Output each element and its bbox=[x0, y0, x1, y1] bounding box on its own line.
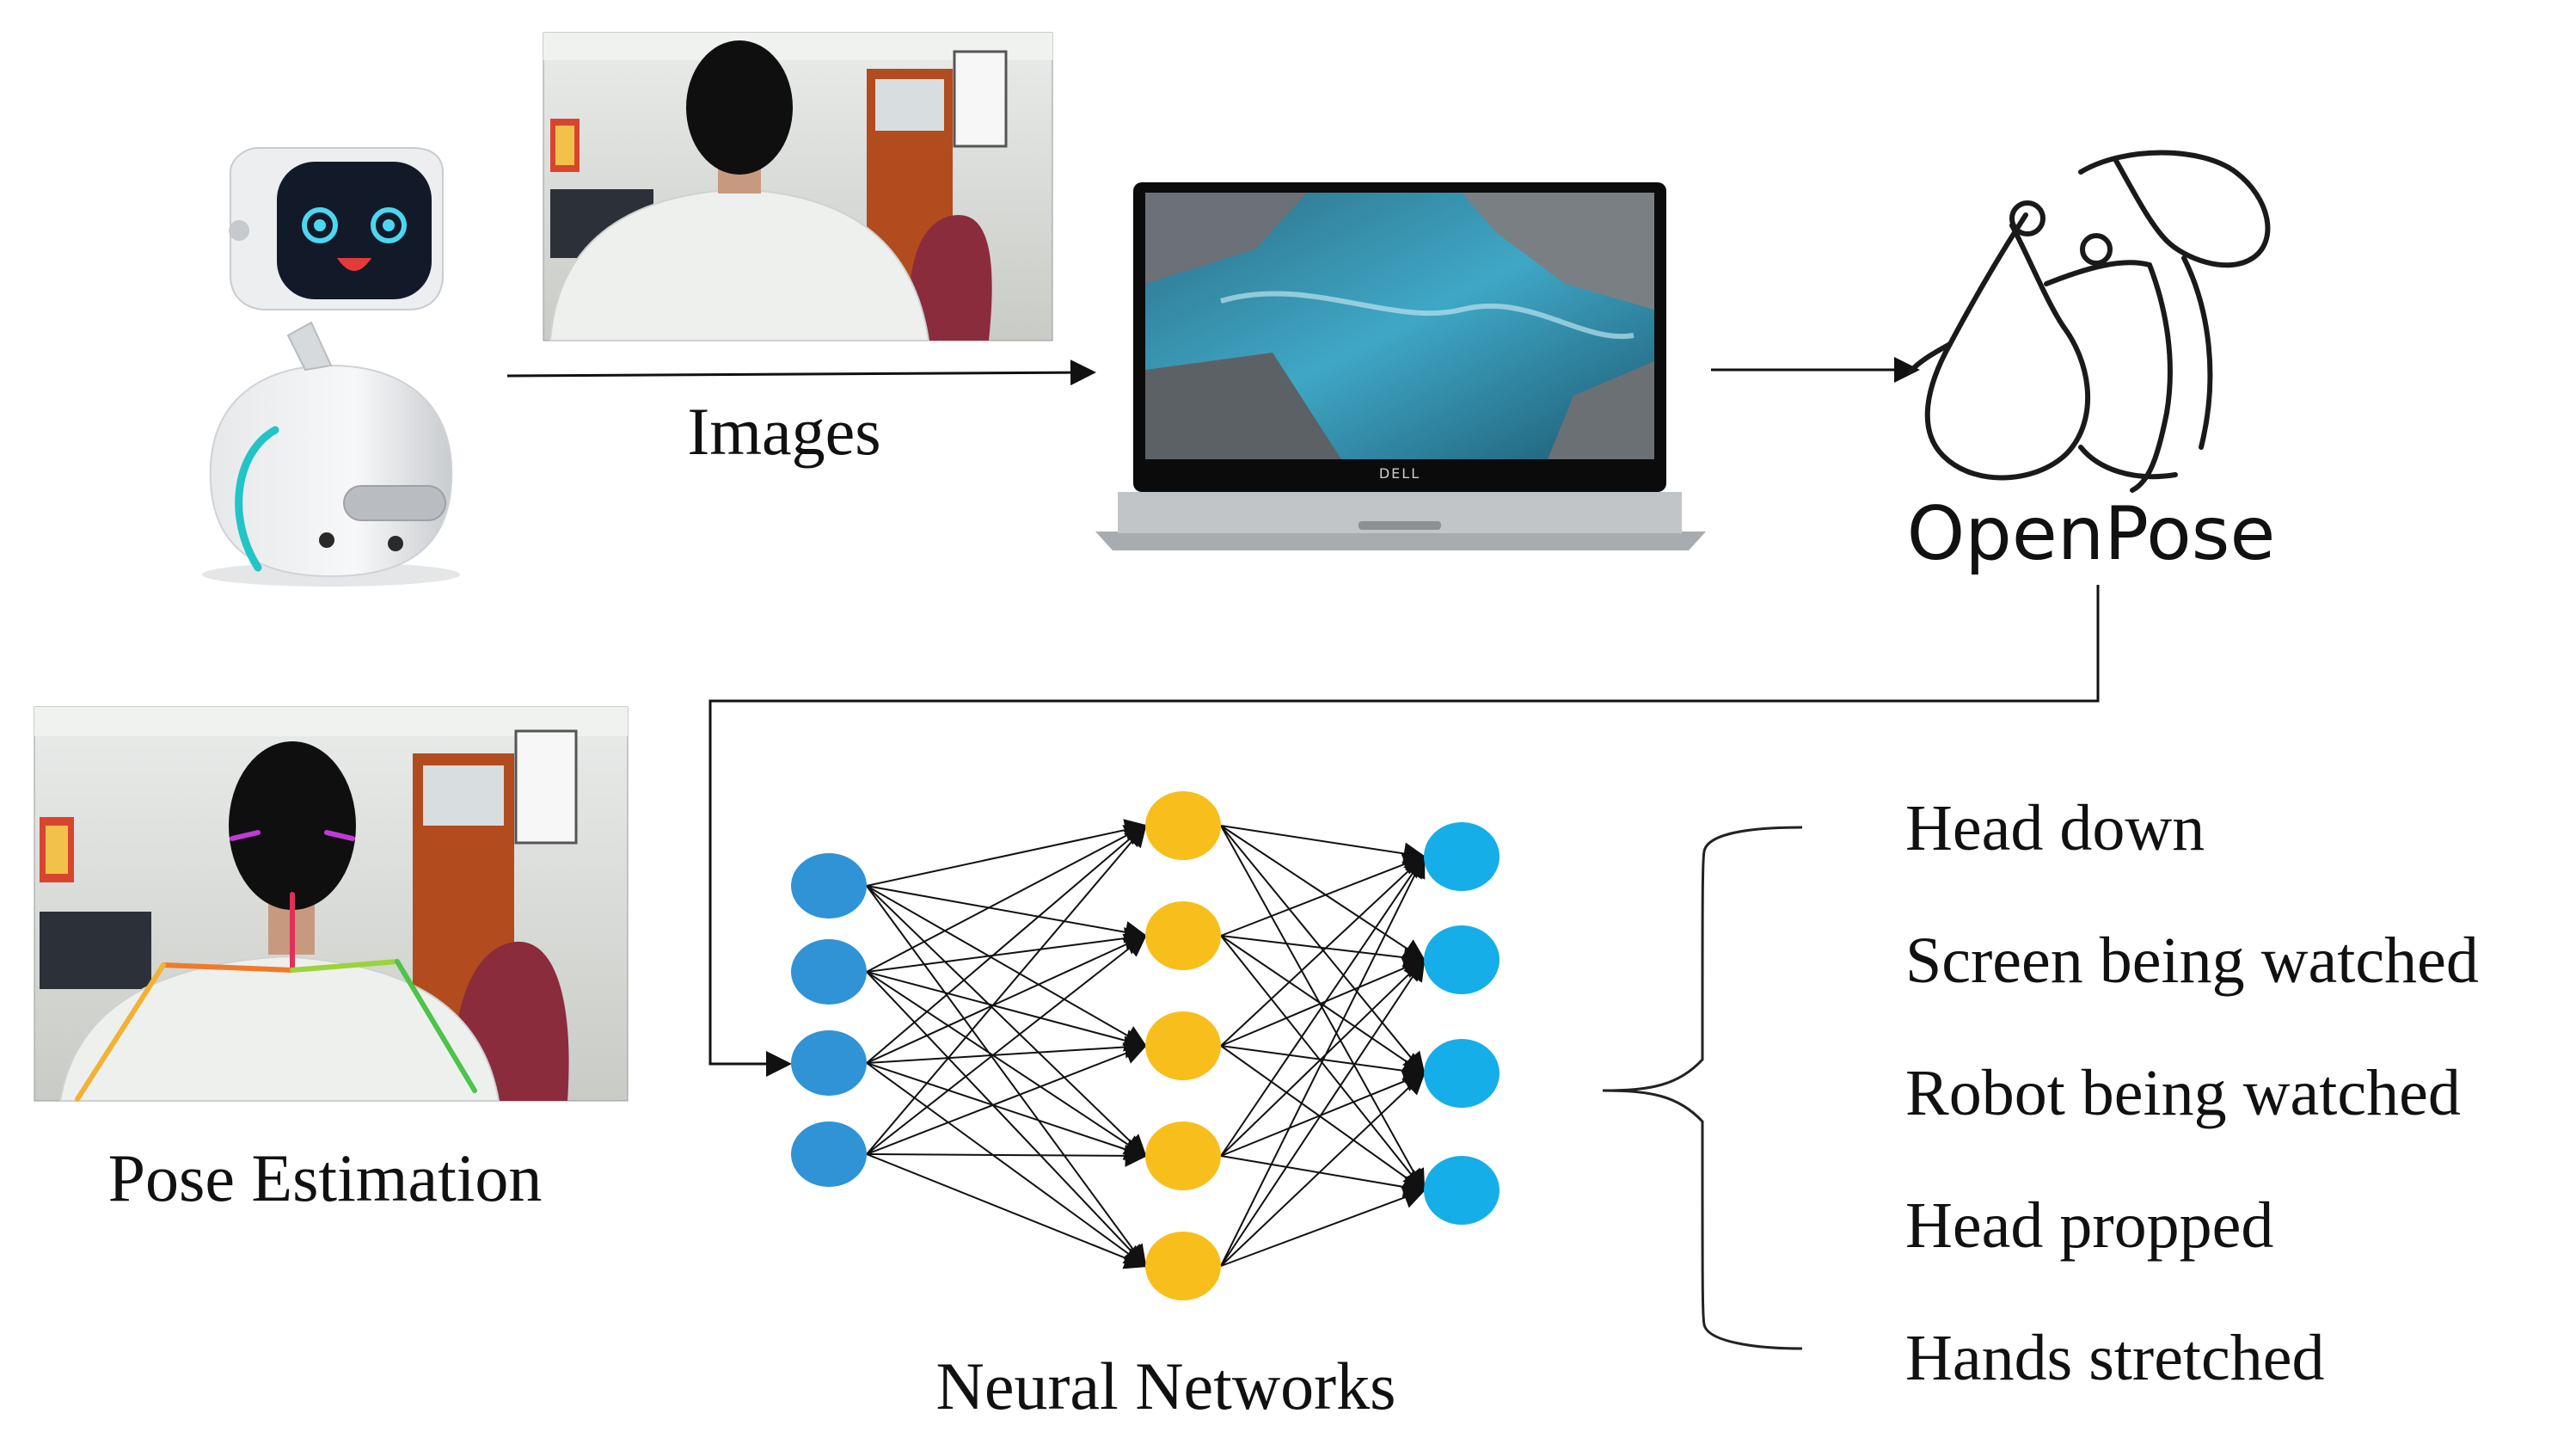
network-edge bbox=[1220, 935, 1426, 969]
input-node bbox=[791, 1122, 867, 1187]
robot-mouth bbox=[337, 258, 371, 271]
output-classes: Head down Screen being watched Robot bei… bbox=[1905, 792, 2479, 1394]
network-edge bbox=[1220, 825, 1426, 865]
network-edge bbox=[866, 971, 1147, 1268]
input-node bbox=[791, 1030, 867, 1096]
output-node bbox=[1424, 1039, 1500, 1108]
network-edge bbox=[866, 824, 1147, 1155]
output-class-0: Head down bbox=[1905, 792, 2205, 864]
robot-eye-left bbox=[302, 207, 338, 243]
hidden-node bbox=[1145, 1232, 1221, 1300]
arrow-robot-to-laptop bbox=[506, 360, 1096, 386]
hidden-node bbox=[1145, 1011, 1221, 1080]
network-edge bbox=[866, 933, 1148, 1064]
network-edge bbox=[1220, 935, 1426, 1075]
pose-estimation-image bbox=[34, 706, 629, 1102]
network-edge bbox=[866, 934, 1148, 1155]
person-head-blurred bbox=[686, 40, 793, 175]
network-edge bbox=[1220, 957, 1426, 1267]
network-edge bbox=[866, 927, 1148, 973]
svg-text:DELL: DELL bbox=[1379, 465, 1420, 482]
network-edge bbox=[1220, 957, 1426, 1047]
images-label: Images bbox=[687, 394, 880, 469]
network-edge bbox=[1220, 825, 1426, 1193]
output-node bbox=[1424, 1156, 1500, 1225]
network-edge bbox=[866, 819, 1148, 887]
neural-network bbox=[791, 791, 1500, 1300]
network-edge bbox=[866, 885, 1147, 1269]
network-edge bbox=[866, 1042, 1148, 1155]
network-edge bbox=[866, 885, 1148, 1048]
output-node bbox=[1424, 822, 1500, 891]
network-edge bbox=[1220, 825, 1426, 962]
network-edge bbox=[1220, 1070, 1426, 1157]
output-node bbox=[1424, 925, 1500, 994]
openpose-label: OpenPose bbox=[1907, 491, 2276, 577]
input-node bbox=[791, 853, 867, 919]
network-edge bbox=[866, 824, 1148, 973]
output-class-4: Hands stretched bbox=[1905, 1322, 2325, 1394]
robot-accent-ring bbox=[235, 426, 279, 572]
pose-skeleton bbox=[75, 830, 477, 1102]
network-edge bbox=[866, 1062, 1148, 1160]
network-edge bbox=[866, 1144, 1148, 1167]
network-edge bbox=[1220, 854, 1426, 1267]
network-edge bbox=[1220, 1072, 1426, 1267]
output-brace bbox=[1602, 826, 1803, 1350]
network-edge bbox=[866, 1153, 1148, 1269]
network-edge bbox=[866, 1035, 1148, 1064]
robot-illustration bbox=[202, 147, 460, 587]
office-chair bbox=[909, 215, 992, 341]
network-edge bbox=[866, 1062, 1148, 1268]
network-edge bbox=[1220, 853, 1426, 937]
hidden-node bbox=[1145, 791, 1221, 860]
robot-screen bbox=[277, 162, 432, 299]
input-node bbox=[791, 939, 867, 1005]
network-edge bbox=[866, 971, 1148, 1158]
network-edge bbox=[866, 824, 1147, 1064]
hidden-node bbox=[1145, 901, 1221, 970]
network-edge bbox=[866, 885, 1147, 1158]
network-edge bbox=[1220, 1155, 1426, 1198]
neural-networks-label: Neural Networks bbox=[936, 1349, 1396, 1423]
network-edge bbox=[1220, 825, 1426, 1076]
hidden-node bbox=[1145, 1122, 1221, 1190]
robot-eye-right bbox=[371, 207, 407, 243]
output-class-1: Screen being watched bbox=[1905, 925, 2479, 997]
pose-estimation-label: Pose Estimation bbox=[108, 1140, 543, 1215]
network-edge bbox=[1220, 854, 1426, 1157]
laptop-illustration: DELL bbox=[1095, 182, 1706, 550]
network-edge bbox=[1220, 1045, 1426, 1192]
network-edge bbox=[1220, 855, 1426, 1047]
output-class-3: Head propped bbox=[1905, 1189, 2273, 1262]
output-class-2: Robot being watched bbox=[1905, 1057, 2461, 1129]
network-edge bbox=[866, 971, 1148, 1052]
openpose-logo bbox=[1908, 150, 2271, 493]
network-edge bbox=[1220, 1186, 1426, 1267]
network-edge bbox=[866, 885, 1148, 943]
arrow-openpose-to-network bbox=[708, 585, 2100, 1077]
webcam-image-top bbox=[543, 32, 1053, 341]
network-edge bbox=[1220, 958, 1426, 1157]
